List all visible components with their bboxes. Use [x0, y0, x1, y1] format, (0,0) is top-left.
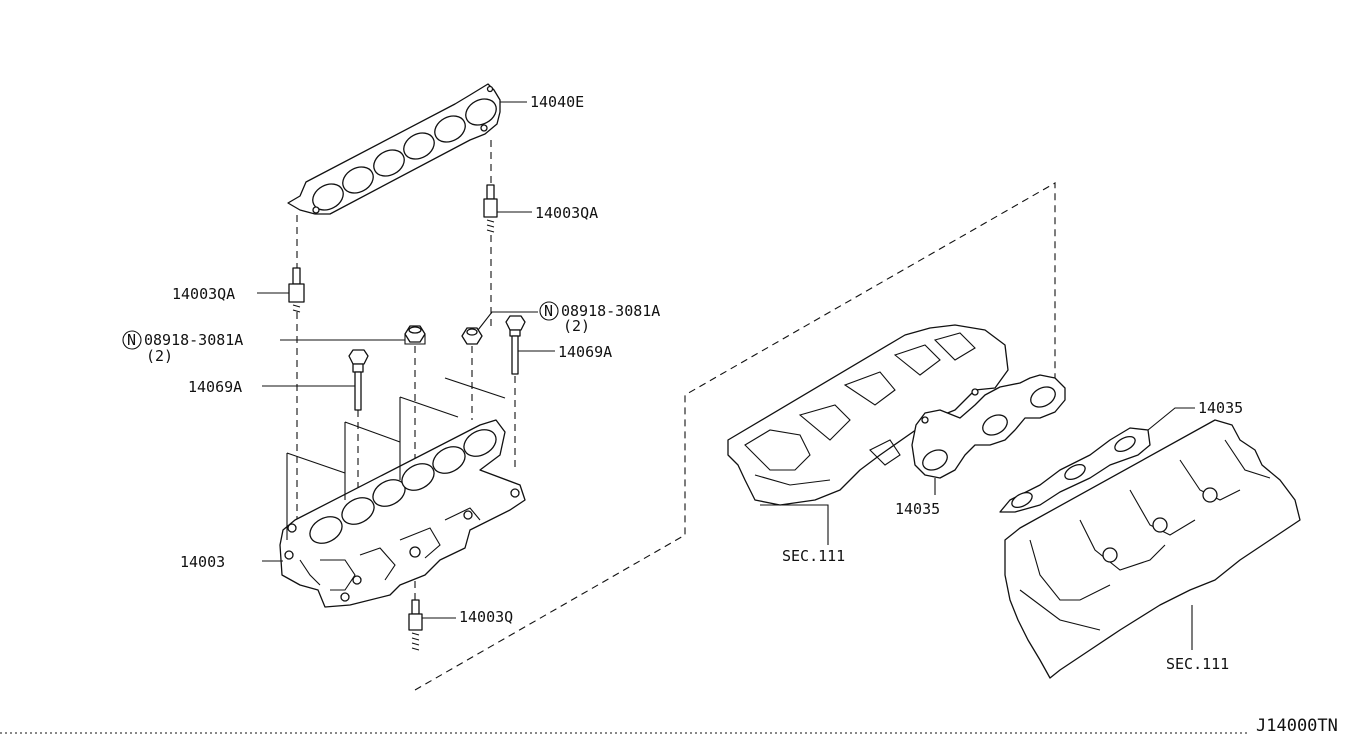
label-nut-left-qty: (2) [146, 347, 173, 365]
label-nut-right-qty: (2) [563, 317, 590, 335]
stud-14003q-bottom[interactable] [408, 599, 423, 651]
n-marker-right: N [539, 301, 559, 321]
gasket-14040e[interactable] [287, 83, 501, 215]
label-nut-right-code: 08918-3081A [561, 302, 660, 320]
intake-manifold-14003[interactable] [279, 419, 526, 608]
label-nut-left-code: 08918-3081A [144, 331, 243, 349]
label-14040e: 14040E [530, 93, 584, 111]
engine-block[interactable] [1004, 419, 1301, 679]
label-sec111-head: SEC.111 [782, 547, 845, 565]
gasket-14035-mid[interactable] [911, 374, 1066, 479]
label-14003qa-upper: 14003QA [535, 204, 598, 222]
label-14003q: 14003Q [459, 608, 513, 626]
svg-text:N: N [127, 331, 136, 349]
label-14003: 14003 [180, 553, 225, 571]
label-14003qa-left: 14003QA [172, 285, 235, 303]
bolt-14069a-right[interactable] [505, 315, 526, 375]
bolt-14069a-left[interactable] [348, 349, 369, 411]
label-14035-mid: 14035 [895, 500, 940, 518]
label-14069a-left: 14069A [188, 378, 242, 396]
nut-left[interactable] [404, 325, 426, 345]
diagram-code: J14000TN [1256, 716, 1338, 736]
gasket-14035-right[interactable] [999, 427, 1151, 513]
stud-14003qa-left[interactable] [288, 267, 305, 313]
nut-right[interactable] [461, 327, 483, 345]
label-sec111-block: SEC.111 [1166, 655, 1229, 673]
label-14035-right: 14035 [1198, 399, 1243, 417]
stud-14003qa-upper[interactable] [483, 184, 498, 233]
n-marker-left: N [122, 330, 142, 350]
svg-text:N: N [544, 302, 553, 320]
label-14069a-right: 14069A [558, 343, 612, 361]
